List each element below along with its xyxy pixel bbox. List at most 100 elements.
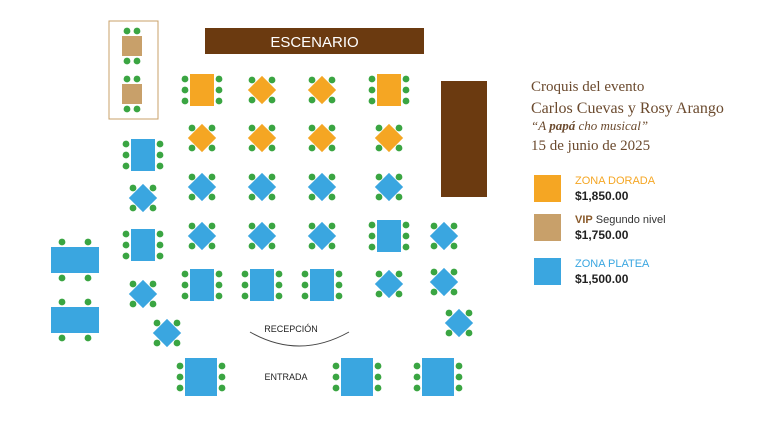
chair bbox=[402, 97, 410, 105]
chair bbox=[268, 144, 276, 152]
table-top bbox=[310, 269, 334, 301]
chair bbox=[181, 75, 189, 83]
table-platea bbox=[122, 139, 164, 171]
chair bbox=[149, 204, 157, 212]
chair bbox=[215, 270, 223, 278]
chair bbox=[402, 86, 410, 94]
table-top bbox=[190, 74, 214, 106]
chair bbox=[248, 144, 256, 152]
chair bbox=[375, 193, 383, 201]
chair bbox=[188, 222, 196, 230]
chair bbox=[208, 144, 216, 152]
chair bbox=[332, 362, 340, 370]
table-platea bbox=[332, 358, 382, 396]
chair bbox=[328, 242, 336, 250]
chair bbox=[395, 270, 403, 278]
chair bbox=[328, 144, 336, 152]
legend-item-dorada: ZONA DORADA $1,850.00 bbox=[534, 175, 754, 203]
chair bbox=[122, 162, 130, 170]
legend-swatch-vip bbox=[534, 214, 561, 241]
table-top bbox=[122, 84, 142, 104]
legend-name-dorada: ZONA DORADA bbox=[575, 175, 655, 187]
chair bbox=[308, 96, 316, 104]
table-platea bbox=[374, 172, 404, 202]
table-top bbox=[51, 307, 99, 333]
chair bbox=[215, 292, 223, 300]
table-platea bbox=[51, 238, 99, 282]
chair bbox=[156, 140, 164, 148]
chair bbox=[395, 124, 403, 132]
chair bbox=[188, 193, 196, 201]
chair bbox=[328, 173, 336, 181]
chair bbox=[413, 373, 421, 381]
chair bbox=[58, 334, 66, 342]
chair bbox=[301, 281, 309, 289]
chair bbox=[84, 274, 92, 282]
entrance-label: ENTRADA bbox=[264, 372, 307, 382]
chair bbox=[129, 280, 137, 288]
chair bbox=[173, 319, 181, 327]
chair bbox=[208, 222, 216, 230]
chair bbox=[308, 124, 316, 132]
chair bbox=[208, 193, 216, 201]
chair bbox=[275, 270, 283, 278]
stage-bar bbox=[205, 28, 424, 54]
chair bbox=[375, 290, 383, 298]
chair bbox=[188, 144, 196, 152]
chair bbox=[335, 281, 343, 289]
legend-sub-text: Segundo nivel bbox=[592, 214, 666, 226]
table-dorada bbox=[181, 74, 223, 106]
chair bbox=[328, 76, 336, 84]
chair bbox=[153, 319, 161, 327]
chair bbox=[455, 384, 463, 392]
table-top bbox=[377, 220, 401, 252]
chair bbox=[208, 242, 216, 250]
chair bbox=[402, 75, 410, 83]
chair bbox=[181, 97, 189, 105]
table-vip bbox=[122, 27, 142, 65]
table-platea bbox=[301, 269, 343, 301]
table-top bbox=[51, 247, 99, 273]
chair bbox=[241, 292, 249, 300]
chair bbox=[455, 373, 463, 381]
side-stage-block bbox=[441, 81, 487, 197]
table-top bbox=[131, 139, 155, 171]
chair bbox=[123, 27, 131, 35]
table-platea bbox=[247, 221, 277, 251]
chair bbox=[301, 270, 309, 278]
chair bbox=[450, 288, 458, 296]
chair bbox=[176, 362, 184, 370]
chair bbox=[395, 193, 403, 201]
event-subtitle: “A papá cho musical” bbox=[531, 118, 648, 134]
chair bbox=[218, 362, 226, 370]
chair bbox=[374, 362, 382, 370]
table-dorada bbox=[247, 75, 277, 105]
chair bbox=[308, 193, 316, 201]
chair bbox=[188, 124, 196, 132]
table-dorada bbox=[187, 123, 217, 153]
event-date: 15 de junio de 2025 bbox=[531, 138, 651, 154]
chair bbox=[328, 222, 336, 230]
reception-arc bbox=[249, 331, 350, 347]
chair bbox=[133, 75, 141, 83]
chair bbox=[368, 232, 376, 240]
table-top bbox=[190, 269, 214, 301]
chair bbox=[413, 384, 421, 392]
chair bbox=[374, 384, 382, 392]
chair bbox=[328, 124, 336, 132]
chair bbox=[173, 339, 181, 347]
legend-swatch-dorada bbox=[534, 175, 561, 202]
chair bbox=[450, 222, 458, 230]
chair bbox=[122, 151, 130, 159]
table-platea bbox=[429, 221, 459, 251]
chair bbox=[301, 292, 309, 300]
legend-name-text: VIP bbox=[575, 214, 593, 226]
legend-price-platea: $1,500.00 bbox=[575, 272, 629, 286]
chair bbox=[218, 373, 226, 381]
legend-name-platea: ZONA PLATEA bbox=[575, 258, 649, 270]
chair bbox=[268, 242, 276, 250]
chair bbox=[129, 184, 137, 192]
table-top bbox=[422, 358, 454, 396]
table-top bbox=[185, 358, 217, 396]
